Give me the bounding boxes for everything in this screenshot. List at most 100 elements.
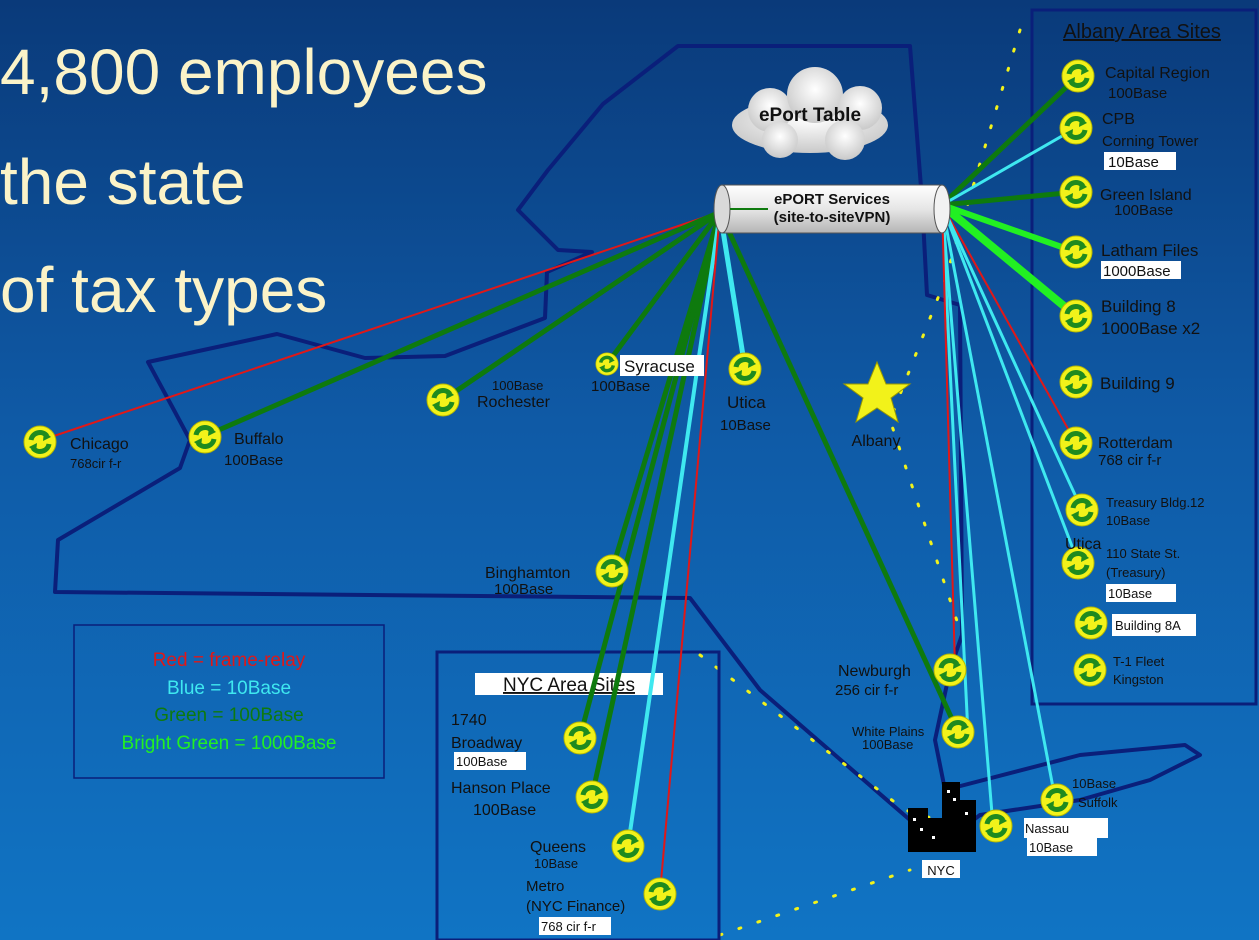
white-plains-detail: 100Base: [862, 737, 913, 752]
nyc-skyline-icon: NYC: [908, 782, 976, 878]
legend-green: Green = 100Base: [154, 705, 303, 726]
t1-name: T-1 Fleet: [1113, 654, 1165, 669]
metro-name2: (NYC Finance): [526, 898, 625, 915]
latham-detail-box: [1101, 261, 1181, 279]
albany-label: Albany: [852, 433, 901, 450]
capital-region-detail: 100Base: [1108, 85, 1167, 102]
state110-name2: (Treasury): [1106, 565, 1165, 580]
eport-services-hub: ePORT Services (site-to-siteVPN): [713, 184, 951, 234]
albany-area-title: Albany Area Sites: [1063, 21, 1221, 43]
newburgh-name: Newburgh: [838, 663, 911, 680]
building9-name: Building 9: [1100, 374, 1175, 393]
treasury12-detail: 10Base: [1106, 513, 1150, 528]
hanson-node-icon: [576, 781, 608, 813]
legend-bright-green: Bright Green = 1000Base: [122, 733, 337, 754]
queens-name: Queens: [530, 839, 586, 856]
cpb-detail: 10Base: [1108, 154, 1159, 171]
rotterdam-detail: 768 cir f-r: [1098, 452, 1161, 469]
rochester-node-icon: [427, 384, 459, 416]
broadway-detail: 100Base: [456, 754, 507, 769]
building8a-name: Building 8A: [1115, 618, 1181, 633]
cpb-name: CPB: [1102, 111, 1135, 128]
dotted-route-ny: [718, 868, 912, 937]
connections-west: [41, 209, 960, 894]
treasury12-name: Treasury Bldg.12: [1106, 495, 1205, 510]
cpb-detail-box: [1104, 152, 1176, 170]
broadway-name: 1740: [451, 712, 487, 729]
chicago-node-icon: [24, 426, 56, 458]
cpb-name2: Corning Tower: [1102, 133, 1198, 150]
binghamton-detail: 100Base: [494, 581, 553, 598]
legend-blue: Blue = 10Base: [167, 678, 291, 699]
white-plains-name: White Plains: [852, 724, 925, 739]
connections-east: [939, 74, 1084, 827]
eport-table-cloud: ePort Table: [732, 67, 888, 160]
metro-detail: 768 cir f-r: [541, 919, 597, 934]
green-island-node-icon: [1060, 176, 1092, 208]
nyc-area-title: NYC Area Sites: [503, 675, 635, 696]
nyc-area-panel: [435, 650, 721, 940]
chicago-detail: 768cir f-r: [70, 456, 122, 471]
suffolk-detail: 10Base: [1072, 776, 1116, 791]
building8a-node-icon: [1075, 607, 1107, 639]
nassau-node-icon: [980, 810, 1012, 842]
cpb-node-icon: [1060, 112, 1092, 144]
title-line-2: the state: [0, 146, 246, 218]
nassau-name: Nassau: [1025, 821, 1069, 836]
utica-node-icon: [729, 353, 761, 385]
t1-node-icon: [1074, 654, 1106, 686]
utica-name: Utica: [727, 393, 766, 412]
building8-detail: 1000Base x2: [1101, 319, 1200, 338]
building8a-label-box: [1112, 614, 1196, 636]
albany-star-icon: [842, 360, 912, 424]
chicago-name: Chicago: [70, 436, 129, 453]
capital-region-name: Capital Region: [1105, 65, 1210, 82]
rochester-detail: 100Base: [492, 378, 543, 393]
legend-box: [73, 624, 385, 779]
hanson-name: Hanson Place: [451, 780, 551, 797]
metro-detail-box: [539, 917, 611, 935]
site-labels: Chicago 768cir f-r Buffalo 100Base 100Ba…: [70, 65, 1210, 935]
title-line-3: of tax types: [0, 254, 328, 326]
broadway-name2: Broadway: [451, 735, 522, 752]
syracuse-name: Syracuse: [624, 357, 695, 376]
metro-node-icon: [644, 878, 676, 910]
suffolk-name: Suffolk: [1078, 795, 1118, 810]
buffalo-node-icon: [189, 421, 221, 453]
treasury12-node-icon: [1066, 494, 1098, 526]
binghamton-name: Binghamton: [485, 565, 570, 582]
hub-line-2: (site-to-siteVPN): [774, 209, 891, 226]
latham-node-icon: [1060, 236, 1092, 268]
nassau-detail-box: [1027, 838, 1097, 856]
cloud-label: ePort Table: [759, 105, 861, 126]
newburgh-node-icon: [934, 654, 966, 686]
title-line-1: 4,800 employees: [0, 36, 488, 108]
state110-detail-box: [1106, 584, 1176, 602]
newburgh-detail: 256 cir f-r: [835, 682, 898, 699]
rotterdam-name: Rotterdam: [1098, 435, 1173, 452]
hanson-detail: 100Base: [473, 802, 536, 819]
green-island-detail: 100Base: [1114, 202, 1173, 219]
metro-name: Metro: [526, 878, 564, 895]
syracuse-label-box: [620, 355, 704, 376]
latham-detail: 1000Base: [1103, 263, 1171, 280]
legend-red: Red = frame-relay: [153, 650, 306, 671]
latham-name: Latham Files: [1101, 241, 1198, 260]
syracuse-detail: 100Base: [591, 378, 650, 395]
broadway-node-icon: [564, 722, 596, 754]
state110-prefix: Utica: [1065, 536, 1102, 553]
nassau-detail: 10Base: [1029, 840, 1073, 855]
dotted-route-north: [888, 28, 1022, 632]
state110-name: 110 State St.: [1106, 546, 1180, 561]
building8-node-icon: [1060, 300, 1092, 332]
binghamton-node-icon: [596, 555, 628, 587]
t1-name2: Kingston: [1113, 672, 1164, 687]
broadway-detail-box: [454, 752, 526, 770]
state-outline: [53, 44, 1202, 847]
albany-area-panel: [1030, 8, 1258, 706]
nyc-label: NYC: [927, 863, 954, 878]
hub-line-1: ePORT Services: [774, 191, 890, 208]
queens-detail: 10Base: [534, 856, 578, 871]
